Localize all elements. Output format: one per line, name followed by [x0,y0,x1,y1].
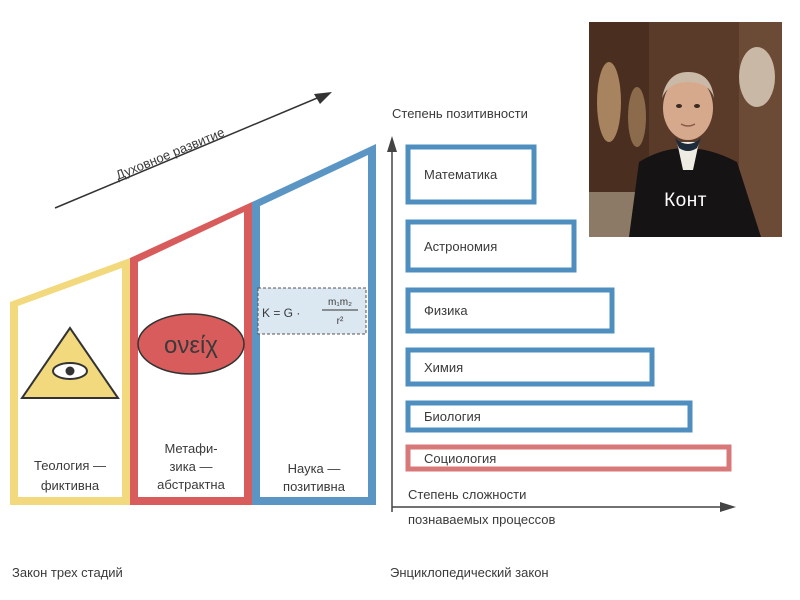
science-bar-sociology [405,444,732,472]
stage-metaphysics-label-line1: Метафи- [164,441,217,456]
gravitation-formula: K = G · m₁m₂ r² [257,287,367,335]
stage-theology-label-line1: Теология — [34,458,106,473]
science-bar-mathematics [405,144,537,205]
formula-denominator: r² [337,316,344,327]
metaphysics-word: ονείχ [164,332,218,359]
formula-lhs: K = G · [262,306,300,320]
science-label-physics: Физика [424,303,468,318]
science-bar-biology [405,400,693,433]
three-stages-diagram: Духовное развитие ονείχ K = G · m₁m₂ r² … [10,92,376,580]
encyclopedic-caption: Энциклопедический закон [390,565,549,580]
stage-metaphysics-label-line2: зика — [169,459,212,474]
development-arrow-line [54,95,323,209]
development-arrowhead-icon [314,92,332,104]
encyclopedic-diagram: Степень позитивности Математика Астроном… [387,106,736,580]
complexity-axis-label-line2: познаваемых процессов [408,512,556,527]
complexity-arrowhead-icon [720,502,736,512]
complexity-axis-label-line1: Степень сложности [408,487,526,502]
science-bar-chemistry [405,347,655,387]
development-axis-label: Духовное развитие [113,124,226,182]
science-label-biology: Биология [424,409,481,424]
positivity-axis-label: Степень позитивности [392,106,528,121]
stage-metaphysics-label-line3: абстрактна [157,477,225,492]
positivity-arrowhead-icon [387,136,397,152]
metaphysics-oval [137,313,245,375]
comte-portrait: Конт [589,22,782,237]
science-bar-astronomy [405,219,577,273]
stage-theology-label-line2: фиктивна [41,478,100,493]
portrait-image [589,22,782,237]
portrait-caption: Конт [664,190,707,211]
three-stages-caption: Закон трех стадий [12,565,123,580]
science-label-sociology: Социология [424,451,496,466]
formula-numerator: m₁m₂ [328,297,352,308]
stage-science-label-line1: Наука — [288,461,341,476]
science-bar-physics [405,287,615,334]
science-label-astronomy: Астрономия [424,239,497,254]
stage-science-label-line2: позитивна [283,479,346,494]
science-label-chemistry: Химия [424,360,463,375]
eye-of-providence-icon [20,326,120,399]
science-label-mathematics: Математика [424,167,498,182]
